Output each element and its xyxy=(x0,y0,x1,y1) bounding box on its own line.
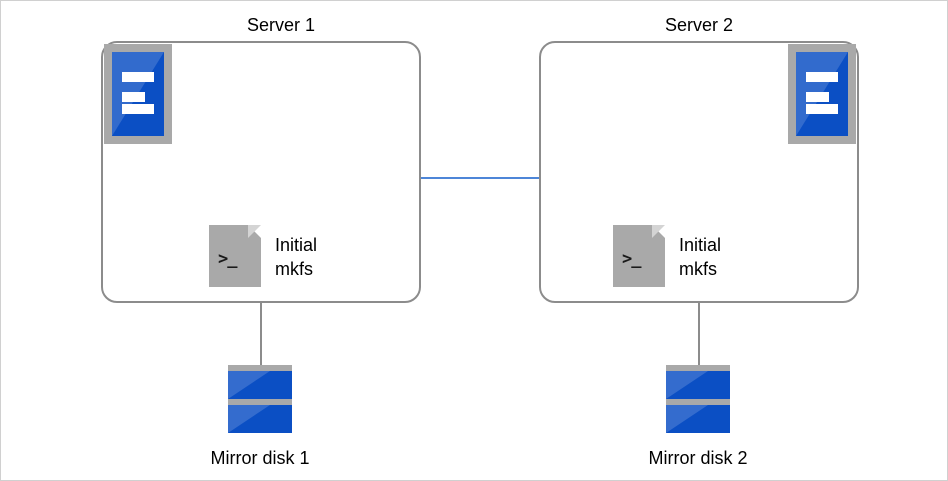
disk-icon-gloss xyxy=(228,405,270,433)
disk-icon-cap xyxy=(228,399,292,405)
script-file-icon-fold-edge xyxy=(248,225,261,238)
server-2-title: Server 2 xyxy=(664,15,734,35)
disk-icon-platter xyxy=(666,405,730,433)
server-1-disk-connector xyxy=(260,303,262,365)
script-file-icon: >_ xyxy=(209,225,261,287)
mirror-disk-1-title: Mirror disk 1 xyxy=(210,448,310,468)
server-rack-icon-bar xyxy=(122,104,154,114)
server-rack-icon xyxy=(788,44,856,144)
mirror-disk-icon xyxy=(666,365,730,433)
disk-icon-platter xyxy=(666,371,730,399)
server-rack-icon-bar xyxy=(806,92,829,102)
initial-mkfs-label-1-line2: mkfs xyxy=(275,259,313,279)
server-rack-icon-bar xyxy=(806,104,838,114)
script-file-icon: >_ xyxy=(613,225,665,287)
server-rack-icon-body xyxy=(112,52,164,136)
disk-icon-cap xyxy=(666,365,730,371)
server-rack-icon-bar xyxy=(122,92,145,102)
interconnect-line xyxy=(421,177,539,179)
disk-icon-platter xyxy=(228,405,292,433)
disk-icon-cap xyxy=(666,399,730,405)
initial-mkfs-label-2-line2: mkfs xyxy=(679,259,717,279)
script-file-icon-fold-edge xyxy=(652,225,665,238)
terminal-prompt-icon: >_ xyxy=(218,249,238,269)
initial-mkfs-label-2: Initial mkfs xyxy=(679,233,721,281)
disk-icon-gloss xyxy=(666,405,708,433)
server-rack-icon-bar xyxy=(806,72,838,82)
server-rack-icon xyxy=(104,44,172,144)
disk-icon-gloss xyxy=(666,371,708,399)
server-rack-icon-body xyxy=(796,52,848,136)
server-rack-icon-bar xyxy=(122,72,154,82)
server-2-disk-connector xyxy=(698,303,700,365)
mirror-disk-icon xyxy=(228,365,292,433)
mirror-disk-2-title: Mirror disk 2 xyxy=(648,448,748,468)
disk-icon-platter xyxy=(228,371,292,399)
disk-icon-gloss xyxy=(228,371,270,399)
server-1-title: Server 1 xyxy=(246,15,316,35)
terminal-prompt-icon: >_ xyxy=(622,249,642,269)
initial-mkfs-label-1: Initial mkfs xyxy=(275,233,317,281)
disk-icon-cap xyxy=(228,365,292,371)
initial-mkfs-label-1-line1: Initial xyxy=(275,235,318,255)
initial-mkfs-label-2-line1: Initial xyxy=(679,235,722,255)
